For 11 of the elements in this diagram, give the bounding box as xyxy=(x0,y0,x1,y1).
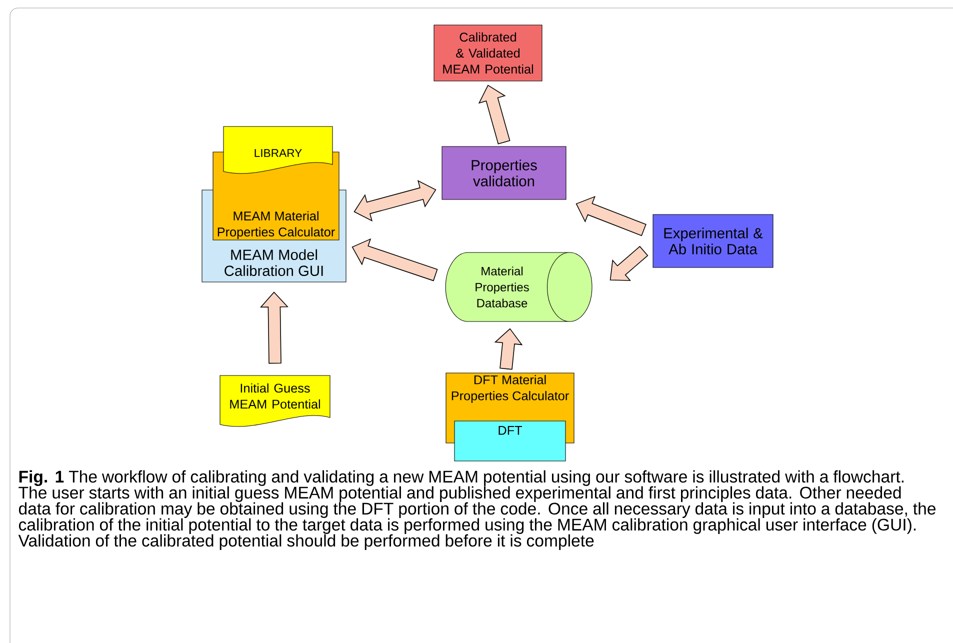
database-cylinder: Material Properties Database xyxy=(445,252,592,322)
data-box: Experimental & Ab Initio Data xyxy=(652,214,774,268)
caption-text: Fig. 1 The workflow of calibrating and validating a new MEAM potential using our software is illustrated with a flowchart. The user starts with an initial guess MEAM potential and published experimental and first principles data. Other needed data for calibration may be obtained using the DFT portion of the code. Once all necessary data is input into a database, the calibration of the initial potential to the target data is performed using the MEAM calibration graphical user interface (GUI). Validation of the calibrated potential should be performed before it is complete xyxy=(18,470,936,550)
result-box: Calibrated & Validated MEAM Potential xyxy=(434,24,542,82)
block-arrow xyxy=(494,328,523,370)
process-box: DFT xyxy=(454,420,566,462)
block-arrow xyxy=(354,180,436,222)
process-box: Properties validation xyxy=(442,146,566,200)
block-arrow xyxy=(260,292,288,364)
block-arrow xyxy=(352,238,438,282)
block-arrow xyxy=(478,84,510,144)
